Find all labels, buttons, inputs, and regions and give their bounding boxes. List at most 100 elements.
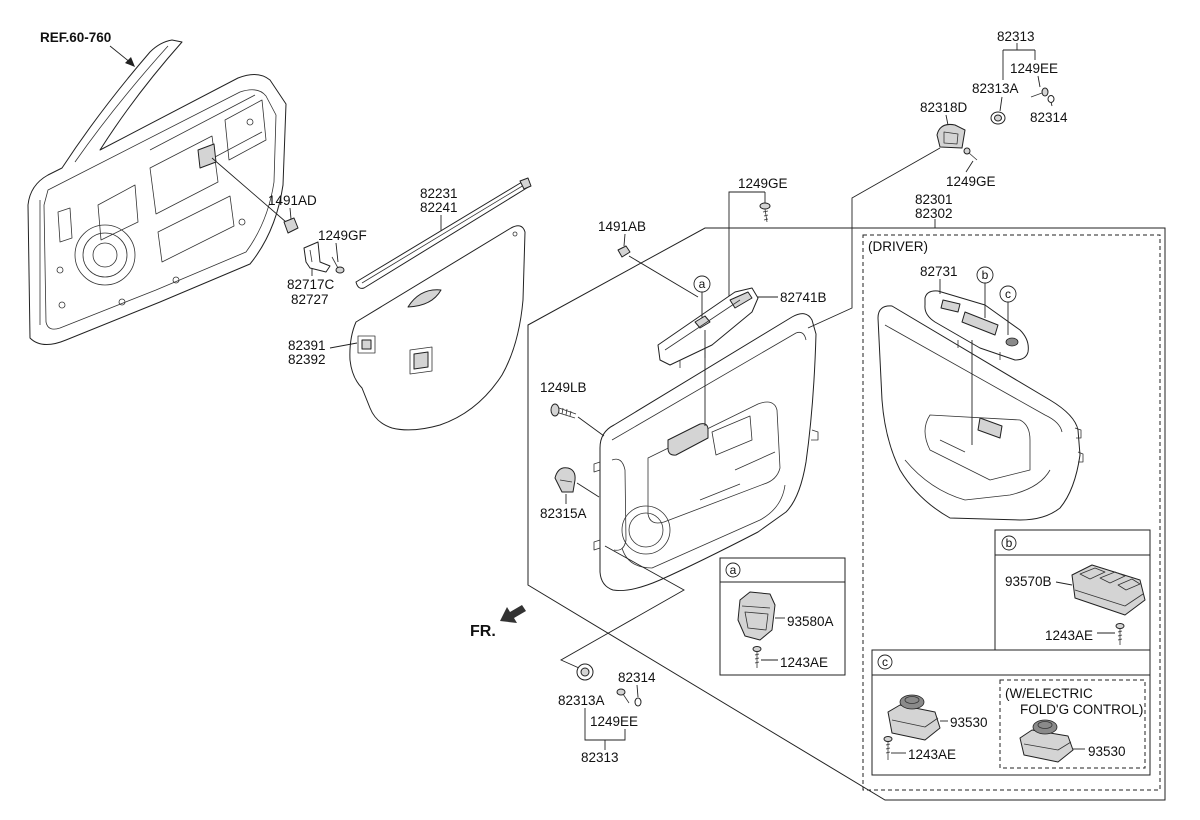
upper-grommet-label: 82313A — [972, 81, 1019, 96]
upper-nut-part — [1047, 95, 1055, 103]
detail-b-box — [994, 529, 1151, 650]
lower-nut-part — [634, 697, 642, 707]
leader-line — [560, 545, 685, 669]
leader-line — [628, 255, 699, 298]
trim-pad-label-1: 82391 — [288, 338, 326, 353]
detail-c-switch-part — [887, 704, 941, 741]
detail-b-screw-head — [1115, 623, 1125, 629]
passenger-leader-lines — [560, 191, 778, 669]
leader-line — [329, 342, 358, 349]
leader-line — [945, 114, 949, 126]
mirror-screw-label: 1249GE — [946, 174, 996, 189]
detail-b-screw-shank — [1117, 628, 1123, 645]
front-direction-arrow-icon — [500, 605, 526, 623]
trim-fastener-part — [554, 467, 576, 493]
callout-c-circle — [999, 285, 1017, 303]
upper-nut-label: 82314 — [1030, 110, 1068, 125]
detail-a-callout-letter: a — [730, 563, 737, 577]
door-screw-head — [335, 266, 345, 274]
driver-section-title: (DRIVER) — [868, 239, 928, 254]
detail-a-screw-head — [752, 646, 762, 652]
door-clip-label: 1491AD — [268, 193, 317, 208]
weatherstrip-label-1: 82231 — [420, 186, 458, 201]
leader-line — [999, 96, 1003, 112]
driver-switch-panel-part — [924, 290, 1029, 361]
door-screw-shank — [331, 256, 339, 269]
detail-c-option-switch-label: 93530 — [1088, 744, 1126, 759]
detail-a-switch-label: 93580A — [787, 614, 834, 629]
leader-line — [577, 416, 605, 437]
leader-line — [289, 207, 292, 220]
trim-clip-part — [617, 245, 631, 258]
mirror-screw-head — [963, 147, 971, 155]
detail-c-screw-head — [883, 736, 893, 742]
mirror-screw-shank — [968, 152, 978, 161]
detail-a-switch-part — [737, 591, 776, 641]
leader-line — [1037, 75, 1041, 88]
detail-b-screw-label: 1243AE — [1045, 628, 1093, 643]
side-trim-screw-label: 1249LB — [540, 380, 587, 395]
weatherstrip-part — [355, 177, 532, 289]
trim-assembly-label-2: 82302 — [915, 206, 953, 221]
passenger-switch-panel-label: 82741B — [780, 290, 827, 305]
upper-screw-head — [1041, 87, 1049, 97]
detail-a-box — [719, 557, 846, 676]
leader-line — [623, 233, 626, 247]
driver-switch-panel-label: 82731 — [920, 264, 958, 279]
detail-c-option-line-1: (W/ELECTRIC — [1005, 686, 1093, 701]
top-trim-screw-label: 1249GE — [738, 176, 788, 191]
door-inner-panel-illustration — [27, 39, 287, 345]
lower-grommet-label: 82313A — [558, 693, 605, 708]
door-bracket-label-2: 82727 — [291, 292, 329, 307]
detail-c-option-line-2: FOLD'G CONTROL) — [1020, 702, 1143, 717]
driver-leader-lines — [939, 279, 1009, 445]
callout-b-letter: b — [982, 268, 989, 282]
leader-line — [807, 147, 941, 329]
trim-clip-label: 1491AB — [598, 219, 646, 234]
upper-fastener-parts — [990, 43, 1055, 125]
trim-pad-part — [329, 225, 526, 431]
top-trim-screw-part — [759, 202, 771, 223]
leader-line — [728, 191, 765, 296]
door-hardware-parts — [211, 157, 345, 276]
detail-b-callout-letter: b — [1006, 536, 1013, 550]
lower-set-label: 82313 — [581, 750, 619, 765]
leader-line — [1055, 581, 1073, 586]
trim-fastener-label: 82315A — [540, 506, 587, 521]
detail-b-switch-label: 93570B — [1005, 574, 1052, 589]
lower-screw-shank — [622, 693, 630, 704]
upper-set-label: 82313 — [997, 29, 1035, 44]
upper-screw-shank — [1030, 92, 1043, 98]
leader-line — [335, 242, 339, 263]
mirror-mount-label: 82318D — [920, 100, 968, 115]
weatherstrip-label-2: 82241 — [420, 200, 458, 215]
detail-b-switch-part — [1071, 564, 1146, 616]
upper-screw-label: 1249EE — [1010, 61, 1058, 76]
detail-c-box — [871, 649, 1151, 776]
driver-section-box — [862, 234, 1161, 791]
reference-label: REF.60-760 — [40, 30, 111, 45]
reference-arrow — [109, 45, 135, 67]
passenger-door-trim-part — [593, 313, 819, 591]
callout-b-circle — [976, 266, 994, 284]
detail-a-screw-label: 1243AE — [780, 655, 828, 670]
door-bracket-label-1: 82717C — [287, 277, 335, 292]
detail-c-screw-label: 1243AE — [908, 747, 956, 762]
detail-c-switch-label: 93530 — [950, 715, 988, 730]
leader-line — [211, 157, 287, 223]
detail-a-screw-shank — [754, 651, 760, 668]
lower-screw-label: 1249EE — [590, 714, 638, 729]
driver-door-trim-part — [877, 305, 1084, 521]
trim-pad-label-2: 82392 — [288, 352, 326, 367]
callout-a-letter: a — [699, 277, 706, 291]
door-screw-label: 1249GF — [318, 228, 367, 243]
assembly-outline-frame — [527, 227, 1166, 801]
side-trim-screw-part — [550, 403, 577, 419]
front-direction-label: FR. — [470, 623, 496, 640]
lower-screw-head — [616, 688, 626, 696]
door-bracket-part — [303, 241, 331, 273]
mirror-mount-part — [807, 114, 978, 329]
detail-c-option-box — [999, 679, 1146, 769]
lower-nut-label: 82314 — [618, 670, 656, 685]
